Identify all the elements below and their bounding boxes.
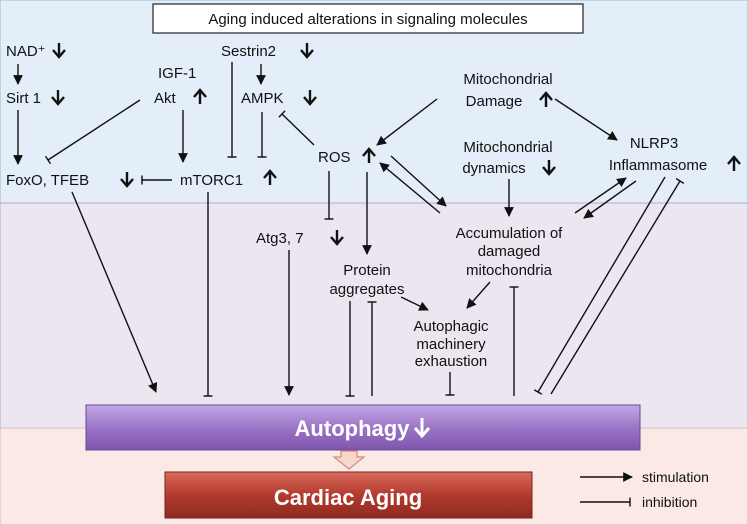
inhibit-akt-foxo: [44, 99, 141, 165]
inhibition-lines: [44, 62, 685, 397]
node-mito-damage-line1: Mitochondrial: [463, 71, 552, 88]
stimulation-arrows: [13, 64, 637, 396]
indicator-arrows: [51, 43, 741, 246]
cardiac-aging-label: Cardiac Aging: [274, 485, 422, 510]
down-arrow-icon: [300, 43, 314, 59]
node-foxo-tfeb: FoxO, TFEB: [6, 172, 89, 189]
down-arrow-icon: [120, 172, 134, 188]
node-ros: ROS: [318, 149, 351, 166]
node-ampk: AMPK: [241, 90, 284, 107]
node-protein-line2: aggregates: [329, 281, 404, 298]
down-arrow-icon: [330, 230, 344, 246]
cardiac-aging-bar: [164, 471, 533, 519]
node-accumulation-line2: damaged: [478, 243, 541, 260]
inhibit-nlrp3-autophagy: [533, 176, 666, 395]
node-igf1: IGF-1: [158, 65, 196, 82]
node-akt: Akt: [154, 90, 177, 107]
connector-arrow-icon: [332, 450, 366, 470]
node-mtorc1: mTORC1: [180, 172, 243, 189]
node-atg: Atg3, 7: [256, 230, 304, 247]
node-nlrp3-line1: NLRP3: [630, 135, 678, 152]
up-arrow-icon: [727, 155, 741, 171]
node-accumulation-line3: mitochondria: [466, 262, 553, 279]
band-mechanisms: [0, 202, 748, 429]
node-mito-damage-line2: Damage: [466, 93, 523, 110]
legend-stimulation-label: stimulation: [642, 469, 709, 485]
node-exhaustion-line1: Autophagic: [413, 318, 489, 335]
node-mito-dynamics-line1: Mitochondrial: [463, 139, 552, 156]
arrow-nlrp3-to-accumulation: [583, 180, 637, 219]
down-arrow-icon: [303, 90, 317, 106]
arrow-damage-to-nlrp3: [554, 98, 618, 141]
arrow-protein-to-exhaustion: [400, 296, 429, 311]
up-arrow-icon: [193, 88, 207, 104]
node-sestrin2: Sestrin2: [221, 43, 276, 60]
node-mito-dynamics-line2: dynamics: [462, 160, 525, 177]
band-signaling: [0, 0, 748, 204]
down-arrow-icon: [542, 160, 556, 176]
node-accumulation-line1: Accumulation of: [456, 225, 564, 242]
legend-inhibition-label: inhibition: [642, 494, 697, 510]
up-arrow-icon: [539, 91, 553, 107]
down-arrow-icon: [52, 43, 66, 59]
arrow-accumulation-to-nlrp3: [574, 177, 627, 214]
arrow-ros-to-accumulation: [390, 155, 447, 207]
arrow-damage-to-ros: [376, 98, 438, 146]
inhibit-ros-ampk: [278, 110, 315, 146]
down-arrow-icon: [413, 418, 431, 439]
node-nlrp3-line2: Inflammasome: [609, 157, 707, 174]
node-exhaustion-line2: machinery: [416, 336, 486, 353]
down-arrow-icon: [51, 90, 65, 106]
autophagy-bar: [85, 404, 641, 451]
node-sirt1: Sirt 1: [6, 90, 41, 107]
arrow-foxo-to-autophagy: [71, 191, 158, 393]
inhibit-autophagy-nlrp3: [550, 178, 685, 395]
title-box: [152, 3, 584, 34]
node-exhaustion-line3: exhaustion: [415, 353, 488, 370]
node-protein-line1: Protein: [343, 262, 391, 279]
arrow-accumulation-to-exhaustion: [466, 281, 491, 309]
arrow-accumulation-to-ros: [379, 162, 441, 214]
up-arrow-icon: [362, 147, 376, 163]
up-arrow-icon: [263, 169, 277, 185]
diagram-title: Aging induced alterations in signaling m…: [208, 11, 527, 28]
autophagy-label: Autophagy: [295, 416, 411, 441]
legend: stimulation inhibition: [580, 469, 709, 510]
node-nad: NAD⁺: [6, 43, 46, 60]
